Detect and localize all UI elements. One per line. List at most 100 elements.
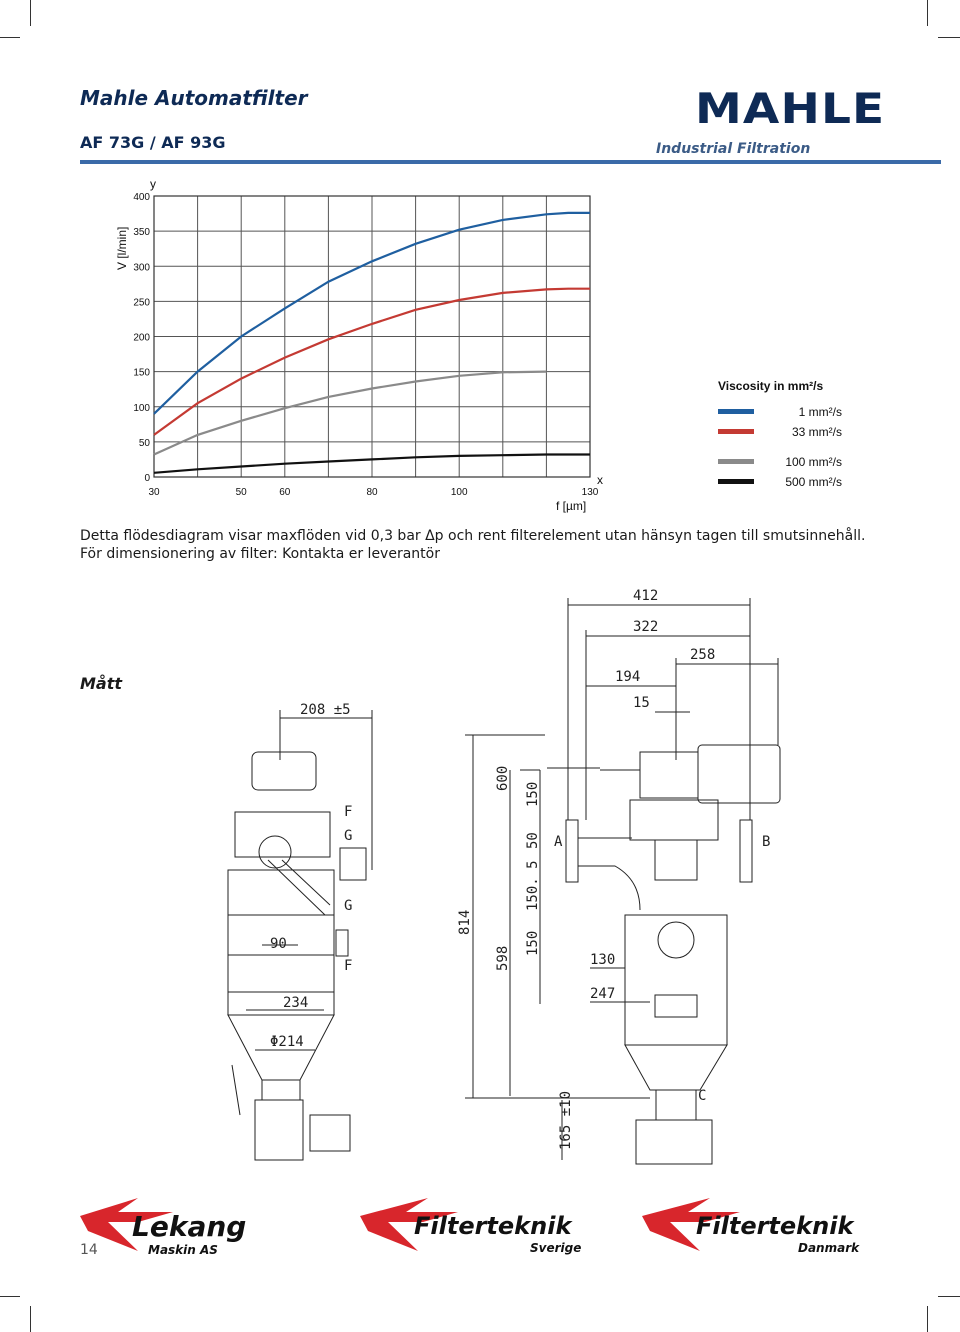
filter-port-circle [258,835,292,869]
pressure-gauge [657,921,695,959]
dim-208: 208 ±5 [300,702,351,718]
dim-214: Φ214 [270,1034,304,1050]
motor-housing [697,744,781,804]
x-axis-letter: x [597,473,603,487]
letter-a: A [554,834,563,850]
legend-swatch [718,429,754,434]
dim-600: 600 [495,766,511,791]
inlet-pipe [578,837,641,911]
legend-label: 500 mm²/s [785,475,842,489]
dim-412: 412 [633,588,658,604]
y-tick-label: 300 [133,262,150,273]
crop-mark [30,1306,31,1332]
y-tick-label: 400 [133,192,150,203]
letter-c: C [698,1088,706,1104]
legend-swatch [718,459,754,464]
dim-165: 165 ±10 [558,1091,574,1150]
x-tick-label: 30 [148,487,160,498]
page-number: 14 [80,1242,98,1258]
filterteknik-danmark-sub: Danmark [798,1241,860,1255]
legend-label: 1 mm²/s [799,405,842,419]
chart-description: Detta flödesdiagram visar maxflöden vid … [80,528,866,562]
indicator-box [654,839,698,881]
x-tick-label: 100 [451,487,468,498]
nameplate [654,994,698,1018]
crop-mark [938,37,960,38]
legend-title: Viscosity in mm²/s [718,379,823,393]
legend-label: 100 mm²/s [785,455,842,469]
letter-g-top: G [344,828,352,844]
y-axis-letter: y [150,177,156,191]
dim-247: 247 [590,986,615,1002]
series-line [153,211,590,415]
filterteknik-sverige-logo: Filterteknik Sverige [360,1198,581,1255]
dim-598: 598 [495,946,511,971]
dim-50: 50 [525,832,541,849]
header-rule [80,160,941,164]
filterteknik-sverige-sub: Sverige [530,1241,581,1255]
y-tick-label: 250 [133,297,150,308]
model-subtitle: AF 73G / AF 93G [80,133,226,152]
filter-cone-right [624,1044,728,1091]
y-tick-label: 100 [133,403,150,414]
x-tick-label: 50 [236,487,248,498]
dim-258: 258 [690,647,715,663]
lekang-logo-sub: Maskin AS [148,1243,218,1257]
dim-150-5: 150. 5 [525,860,541,911]
filter-head [234,811,331,858]
dim-150-bottom: 150 [525,931,541,956]
crop-mark [938,1296,960,1297]
letter-f-top: F [344,804,352,820]
letter-g-bottom: G [344,898,352,914]
filter-top-motor [251,751,317,791]
brand-tagline: Industrial Filtration [656,141,811,157]
section-title-dimensions: Mått [80,674,123,693]
letter-b: B [762,834,770,850]
filterteknik-danmark-name: Filterteknik [696,1212,855,1240]
y-tick-label: 350 [133,227,150,238]
legend-label: 33 mm²/s [792,425,842,439]
filter-outlet [261,1079,301,1101]
dim-814: 814 [457,910,473,935]
filter-head-right [629,799,719,841]
y-tick-label: 50 [139,438,151,449]
crop-mark [927,1306,928,1332]
letter-f-bottom: F [344,958,352,974]
gauge-box [339,847,367,881]
motor-coupling [639,751,699,799]
dim-234: 234 [283,995,308,1011]
dim-90: 90 [270,936,287,952]
filterteknik-sverige-name: Filterteknik [414,1212,573,1240]
lekang-logo-name: Lekang [132,1210,246,1243]
x-tick-label: 80 [366,487,378,498]
legend-swatch [718,409,754,414]
crop-mark [927,0,928,26]
dim-130: 130 [590,952,615,968]
page-title: Mahle Automatfilter [80,86,308,110]
mahle-logo: MAHLE [695,84,886,133]
series-line [153,453,590,474]
series-line [153,287,590,436]
lekang-logo: Lekang Maskin AS [80,1198,246,1257]
dim-194: 194 [615,669,640,685]
inlet-flange-a [565,819,579,883]
crop-mark [0,37,20,38]
drain-valve-right [635,1119,713,1165]
crop-mark [0,1296,20,1297]
drain-valve [254,1099,304,1161]
crop-mark [30,0,31,26]
knob [335,929,349,957]
x-tick-label: 130 [582,487,599,498]
outlet-flange-b [739,819,753,883]
plot-frame [153,195,591,478]
series-line [153,370,547,456]
y-tick-label: 150 [133,368,150,379]
drain-actuator [309,1114,351,1152]
dimension-drawing: 412 322 258 194 15 208 ±5 600 150 50 150… [227,588,781,1165]
dim-150-top: 150 [525,782,541,807]
dim-15: 15 [633,695,650,711]
x-axis-label: f [µm] [556,499,586,513]
outlet-c [655,1089,697,1121]
legend-swatch [718,479,754,484]
y-tick-label: 200 [133,333,150,344]
